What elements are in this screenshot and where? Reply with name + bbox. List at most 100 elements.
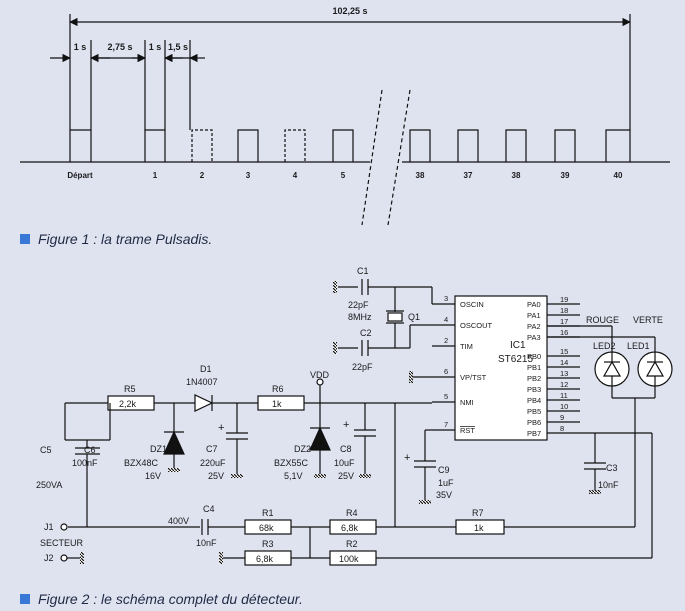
pin-num-15: 15: [560, 347, 568, 356]
pulse-5: [332, 129, 354, 162]
interval-label-4: 1,5 s: [168, 42, 188, 52]
pin-pb5: PB5: [527, 407, 541, 416]
pin-pb1: PB1: [527, 363, 541, 372]
dz2-ref: DZ2: [294, 444, 311, 454]
ic1-ref: IC1: [510, 340, 526, 351]
pin-pb7: PB7: [527, 429, 541, 438]
figure1-caption: Figure 1 : la trame Pulsadis.: [20, 231, 212, 247]
q1-value: 8MHz: [348, 312, 372, 322]
pin-tim: TIM: [460, 342, 473, 351]
pulse-38: [505, 129, 527, 162]
pulse-label-5: 5: [341, 171, 346, 180]
break-mark-right: [387, 89, 411, 226]
pulsadis-timing-diagram: [20, 14, 670, 226]
r1-ref: R1: [262, 508, 274, 518]
pin-num-14: 14: [560, 358, 568, 367]
svg-text:+: +: [404, 452, 410, 464]
c8-value: 10uF: [334, 458, 355, 468]
pin-pb6: PB6: [527, 418, 541, 427]
r5-value: 2,2k: [119, 399, 137, 409]
pulse-label-1: 1: [153, 171, 158, 180]
verte-label: VERTE: [633, 315, 663, 325]
figure2-caption: Figure 2 : le schéma complet du détecteu…: [20, 591, 303, 607]
pulse-label-38: 38: [512, 171, 521, 180]
dz1-value: 16V: [145, 471, 161, 481]
caption-bullet-icon: [20, 594, 30, 604]
r7-value: 1k: [474, 523, 484, 533]
c9-value: 1uF: [438, 478, 454, 488]
d1-ref: D1: [200, 364, 212, 374]
pin-num-13: 13: [560, 369, 568, 378]
c3-ref: C3: [606, 463, 618, 473]
figure1-caption-text: Figure 1 : la trame Pulsadis.: [38, 231, 213, 247]
dz1-part: BZX48C: [124, 458, 159, 468]
pin-oscout: OSCOUT: [460, 321, 493, 330]
r2-value: 100k: [339, 554, 359, 564]
svg-text:+: +: [218, 422, 224, 434]
pulse-39: [554, 129, 576, 162]
pin-pa0: PA0: [527, 300, 541, 309]
c7-value: 220uF: [200, 458, 226, 468]
caption-bullet-icon: [20, 234, 30, 244]
pulse-1: [144, 129, 166, 162]
pulse-label-36: 38: [416, 171, 425, 180]
c7-ref: C7: [206, 444, 218, 454]
c7-voltage: 25V: [208, 471, 224, 481]
c3-value: 10nF: [598, 480, 619, 490]
led1-label: LED1: [627, 341, 650, 351]
r7-ref: R7: [472, 508, 484, 518]
pin-num-6: 6: [444, 367, 448, 376]
detector-schematic: [60, 279, 673, 566]
c1-ref: C1: [357, 266, 369, 276]
pulse-label-4: 4: [293, 171, 298, 180]
pin-pa1: PA1: [527, 311, 541, 320]
r3-ref: R3: [262, 539, 274, 549]
r1-value: 68k: [259, 523, 274, 533]
c4-value: 10nF: [196, 538, 217, 548]
pulse-36: [409, 129, 431, 162]
j2-label: J2: [44, 553, 54, 563]
pin-num-8: 8: [560, 424, 564, 433]
c9-ref: C9: [438, 465, 450, 475]
pin-pa3: PA3: [527, 333, 541, 342]
c1-value: 22pF: [348, 300, 369, 310]
pin-pb0: PB0: [527, 352, 541, 361]
c8-ref: C8: [340, 444, 352, 454]
pin-num-2: 2: [444, 336, 448, 345]
r5-ref: R5: [124, 384, 136, 394]
interval-label-3: 1 s: [149, 42, 162, 52]
r4-value: 6,8k: [341, 523, 359, 533]
pin-pb3: PB3: [527, 385, 541, 394]
pulse-label-39: 39: [561, 171, 570, 180]
c4-ref: C4: [203, 504, 215, 514]
pin-num-3: 3: [444, 294, 448, 303]
pulse-label-40: 40: [614, 171, 623, 180]
pulse-depart: [69, 129, 92, 162]
pulse-label-37: 37: [464, 171, 473, 180]
c5-c6-rating: 250VA: [36, 480, 62, 490]
total-duration-label: 102,25 s: [332, 6, 367, 16]
c2-value: 22pF: [352, 362, 373, 372]
r6-value: 1k: [272, 399, 282, 409]
r6-ref: R6: [272, 384, 284, 394]
d1-value: 1N4007: [186, 377, 218, 387]
c6-value: 100nF: [72, 458, 98, 468]
svg-text:+: +: [343, 419, 349, 431]
ic1-body: [454, 295, 548, 441]
pin-rst: RST: [460, 426, 475, 435]
r3-value: 6,8k: [256, 554, 274, 564]
q1-ref: Q1: [408, 312, 420, 322]
pin-nmi: NMI: [460, 398, 474, 407]
pin-num-7: 7: [444, 420, 448, 429]
pin-num-18: 18: [560, 306, 568, 315]
c2-ref: C2: [360, 328, 372, 338]
r4-ref: R4: [346, 508, 358, 518]
pulse-label-depart: Départ: [67, 171, 93, 180]
pin-num-17: 17: [560, 317, 568, 326]
pin-num-12: 12: [560, 380, 568, 389]
pulse-3: [237, 129, 259, 162]
interval-label-2: 2,75 s: [107, 42, 132, 52]
pin-num-16: 16: [560, 328, 568, 337]
pin-num-9: 9: [560, 413, 564, 422]
